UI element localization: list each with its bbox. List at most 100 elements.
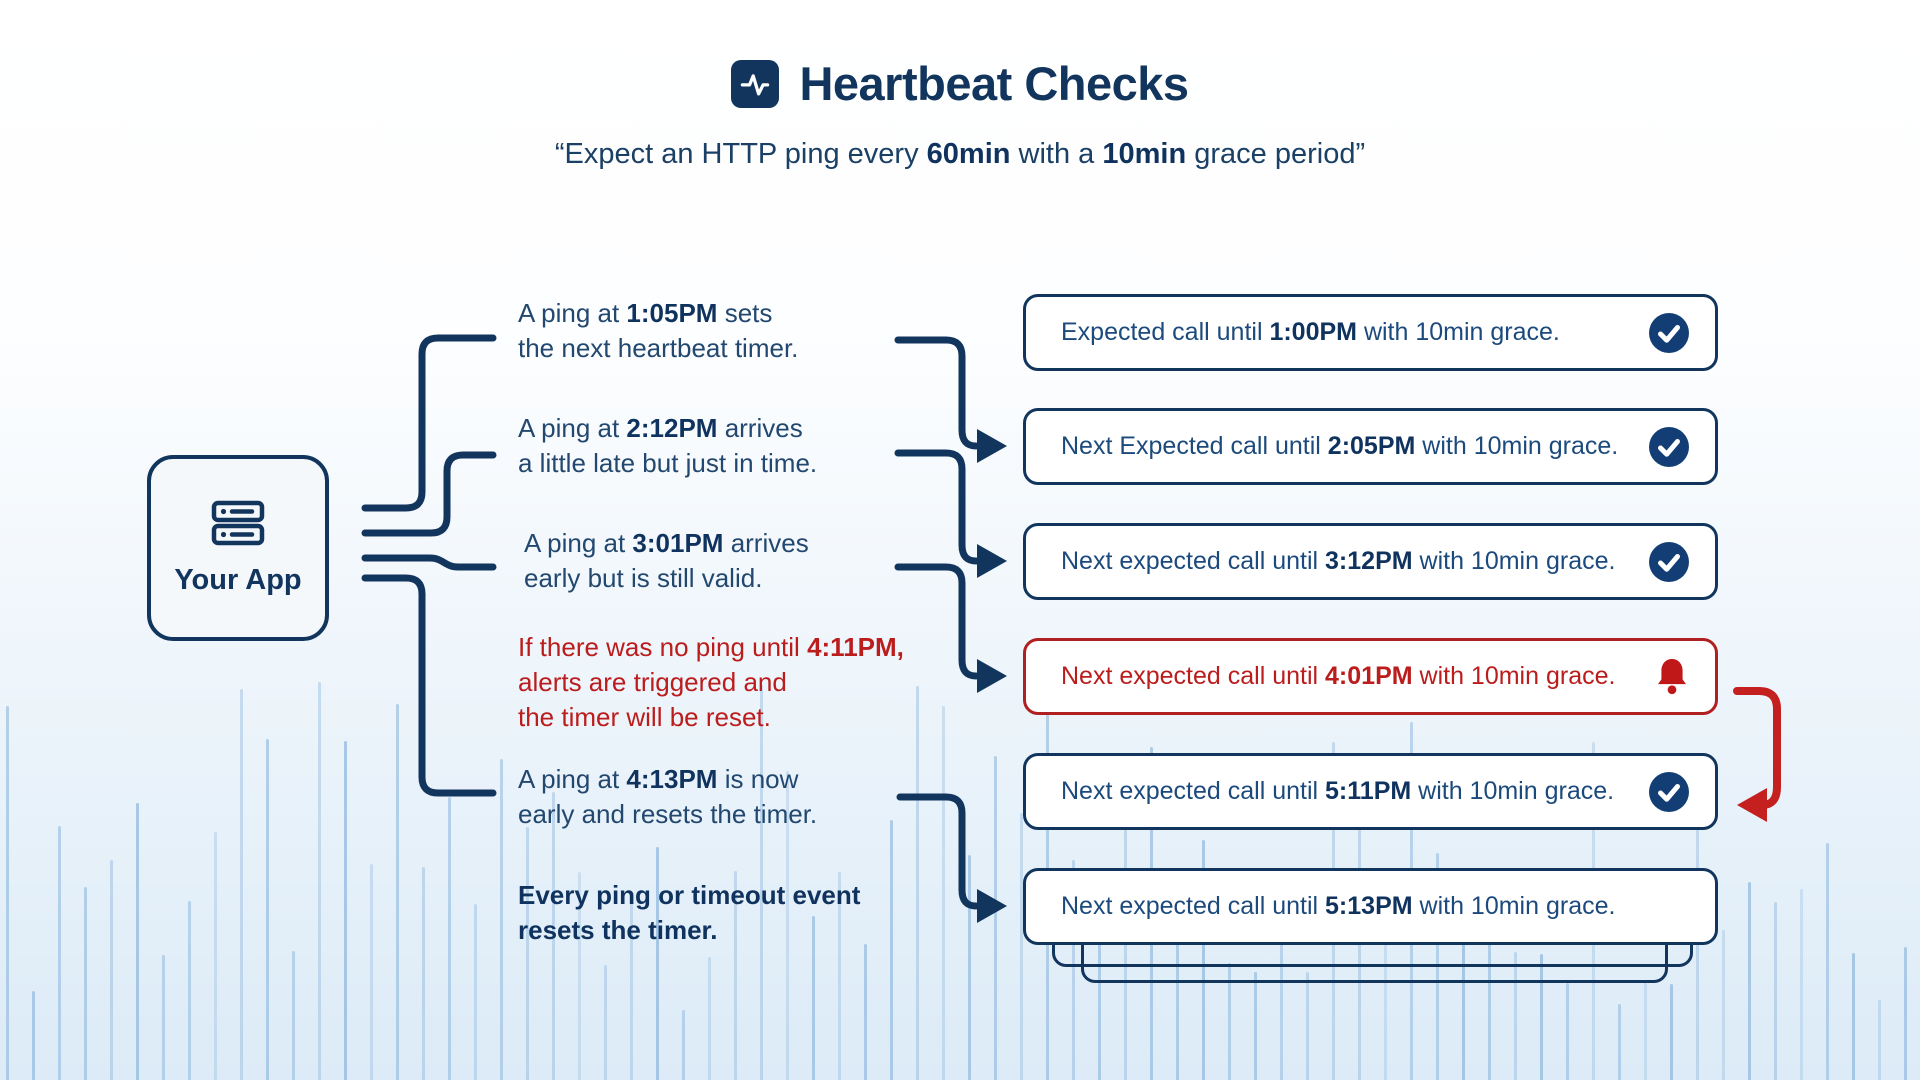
waveform-bar <box>1514 952 1517 1080</box>
text-line: A ping at 2:12PM arrives <box>518 411 817 446</box>
text-segment: with 10min grace. <box>1411 777 1615 805</box>
bold-value: 1:05PM <box>626 298 718 328</box>
waveform-bar <box>1358 827 1361 1080</box>
waveform-bar <box>1644 981 1647 1080</box>
waveform-bar <box>1280 910 1283 1080</box>
bold-value: 4:11PM, <box>807 632 904 662</box>
waveform-bar <box>1202 840 1205 1080</box>
waveform-bar <box>760 685 763 1080</box>
waveform-bar <box>864 944 867 1080</box>
waveform-bar <box>1904 947 1907 1080</box>
status-box-312pm: Next expected call until 3:12PM with 10m… <box>1023 523 1718 600</box>
text-segment: a little late but just in time. <box>518 448 818 478</box>
bold-value: 4:01PM <box>1325 662 1413 690</box>
waveform-bar <box>682 1010 685 1080</box>
waveform-bar <box>1800 889 1803 1080</box>
text-segment: the next heartbeat timer. <box>518 333 799 363</box>
text-segment: A ping at <box>518 764 627 794</box>
waveform-bar <box>656 847 659 1080</box>
check-circle-icon <box>1649 426 1689 467</box>
bold-value: 5:13PM <box>1325 892 1413 920</box>
waveform-bar <box>32 991 35 1080</box>
text-line: A ping at 4:13PM is now <box>518 762 817 797</box>
text-segment: A ping at <box>518 413 627 443</box>
waveform-bar <box>344 741 347 1080</box>
waveform-bar <box>1670 984 1673 1080</box>
text-segment: arrives <box>723 528 809 558</box>
waveform-bar <box>1878 1000 1881 1080</box>
waveform-bar <box>6 706 9 1080</box>
bold-value: Every ping or timeout event <box>518 880 861 910</box>
heartbeat-pulse-icon <box>731 59 780 108</box>
event-text-timeout-411pm: If there was no ping until 4:11PM,alerts… <box>518 630 904 735</box>
waveform-bar <box>448 797 451 1080</box>
waveform-bar <box>500 759 503 1080</box>
text-line: A ping at 1:05PM sets <box>518 296 798 331</box>
text-segment: Next Expected call until <box>1061 432 1328 460</box>
waveform-bar <box>1540 954 1543 1080</box>
waveform-bar <box>370 864 373 1080</box>
text-line: A ping at 3:01PM arrives <box>524 526 809 561</box>
waveform-bar <box>968 855 971 1080</box>
text-segment: A ping at <box>524 528 633 558</box>
text-line: a little late but just in time. <box>518 446 817 481</box>
text-segment: sets <box>717 298 773 328</box>
text-line: alerts are triggered and <box>518 665 904 700</box>
waveform-bar <box>1748 882 1751 1080</box>
waveform-bar <box>1176 917 1179 1080</box>
text-segment: Expected call until <box>1061 318 1270 346</box>
waveform-bar <box>890 820 893 1080</box>
waveform-bar <box>1722 930 1725 1080</box>
page-header: Heartbeat Checks <box>0 56 1920 111</box>
bold-value: 1:00PM <box>1269 318 1357 346</box>
page-subtitle: “Expect an HTTP ping every 60min with a … <box>0 138 1920 171</box>
bold-value: 5:11PM <box>1325 777 1412 805</box>
text-segment: alerts are triggered and <box>518 667 787 697</box>
bold-value: 4:13PM <box>626 764 718 794</box>
waveform-bar <box>396 704 399 1080</box>
check-circle-icon <box>1649 312 1689 353</box>
app-to-text-wires <box>361 334 497 797</box>
text-segment: A ping at <box>518 298 627 328</box>
server-icon <box>209 499 267 552</box>
text-line: early and resets the timer. <box>518 797 817 832</box>
status-box-205pm: Next Expected call until 2:05PM with 10m… <box>1023 408 1718 485</box>
waveform-bar <box>422 867 425 1080</box>
status-box-511pm: Next expected call until 5:11PM with 10m… <box>1023 753 1718 830</box>
waveform-bar <box>734 871 737 1080</box>
text-segment: early and resets the timer. <box>518 799 818 829</box>
your-app-box: Your App <box>147 455 329 641</box>
text-segment: Next expected call until <box>1061 662 1326 690</box>
arrowheads <box>977 429 1007 923</box>
text-segment: Next expected call until <box>1061 892 1326 920</box>
status-text: Next expected call until 4:01PM with 10m… <box>1061 662 1643 691</box>
waveform-bar <box>58 826 61 1080</box>
waveform-bar <box>1306 972 1309 1080</box>
waveform-bar <box>1228 963 1231 1080</box>
waveform-bar <box>136 803 139 1080</box>
text-line: If there was no ping until 4:11PM, <box>518 630 904 665</box>
alert-bell-icon <box>1655 657 1689 697</box>
text-line: the timer will be reset. <box>518 700 904 735</box>
text-line: Every ping or timeout event <box>518 878 860 913</box>
text-line: the next heartbeat timer. <box>518 331 798 366</box>
waveform-bar <box>1098 939 1101 1080</box>
waveform-bar <box>292 951 295 1080</box>
bold-value: 2:05PM <box>1327 432 1416 460</box>
waveform-bar <box>1254 972 1257 1080</box>
waveform-bar <box>1020 813 1023 1080</box>
waveform-bar <box>266 739 269 1080</box>
text-segment: the timer will be reset. <box>518 702 771 732</box>
text-segment: Next expected call until <box>1061 547 1326 575</box>
status-box-401pm-alert: Next expected call until 4:01PM with 10m… <box>1023 638 1718 715</box>
status-text: Next expected call until 3:12PM with 10m… <box>1061 547 1637 576</box>
waveform-bar <box>630 901 633 1080</box>
waveform-bar <box>604 965 607 1080</box>
text-segment: is now <box>717 764 799 794</box>
waveform-bar <box>162 955 165 1080</box>
status-box-513pm: Next expected call until 5:13PM with 10m… <box>1023 868 1718 945</box>
